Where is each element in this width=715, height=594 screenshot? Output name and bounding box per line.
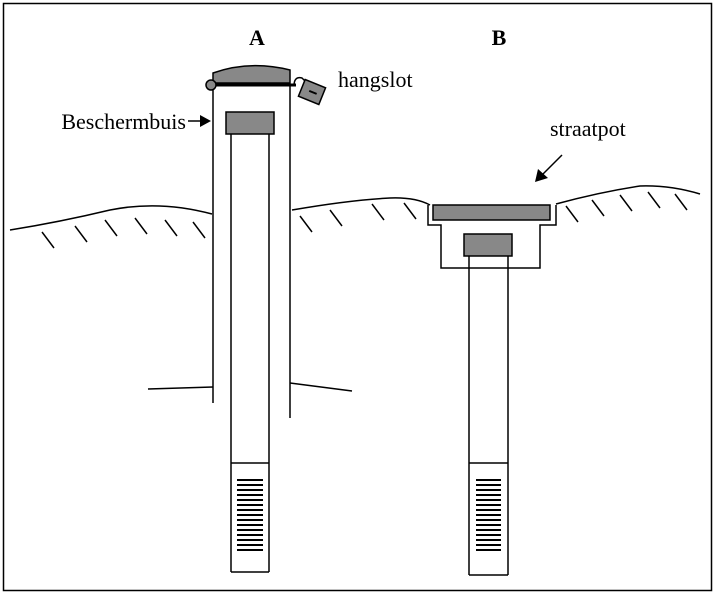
lid-hinge bbox=[205, 79, 217, 91]
protective-pipe-label: Beschermbuis bbox=[61, 109, 186, 134]
well-a-label: A bbox=[249, 25, 265, 50]
ground-line-right bbox=[555, 185, 701, 205]
protective-pipe bbox=[212, 86, 291, 418]
street-pot-label: straatpot bbox=[550, 116, 626, 141]
protective-pipe-base bbox=[147, 382, 353, 392]
protective-pipe-arrow bbox=[188, 115, 211, 127]
riser-pipe bbox=[230, 134, 270, 573]
well-screen bbox=[237, 479, 263, 551]
street-pot-housing bbox=[427, 205, 557, 269]
riser-pipe bbox=[468, 256, 509, 576]
street-pot-arrow bbox=[535, 154, 563, 182]
well-b bbox=[427, 204, 557, 576]
well-cap bbox=[225, 111, 275, 135]
well-b-label: B bbox=[492, 25, 507, 50]
ground-line-middle bbox=[291, 197, 431, 211]
ground-hatching bbox=[41, 191, 688, 249]
ground-surface bbox=[9, 185, 701, 231]
well-cap bbox=[463, 233, 513, 257]
well-a bbox=[147, 64, 353, 573]
padlock-label: hangslot bbox=[338, 67, 413, 92]
padlock-icon bbox=[293, 76, 327, 106]
protective-pipe-lid bbox=[212, 64, 291, 84]
well-screen bbox=[476, 479, 501, 551]
ground-line-left bbox=[9, 205, 213, 231]
street-pot-lid bbox=[432, 204, 551, 221]
